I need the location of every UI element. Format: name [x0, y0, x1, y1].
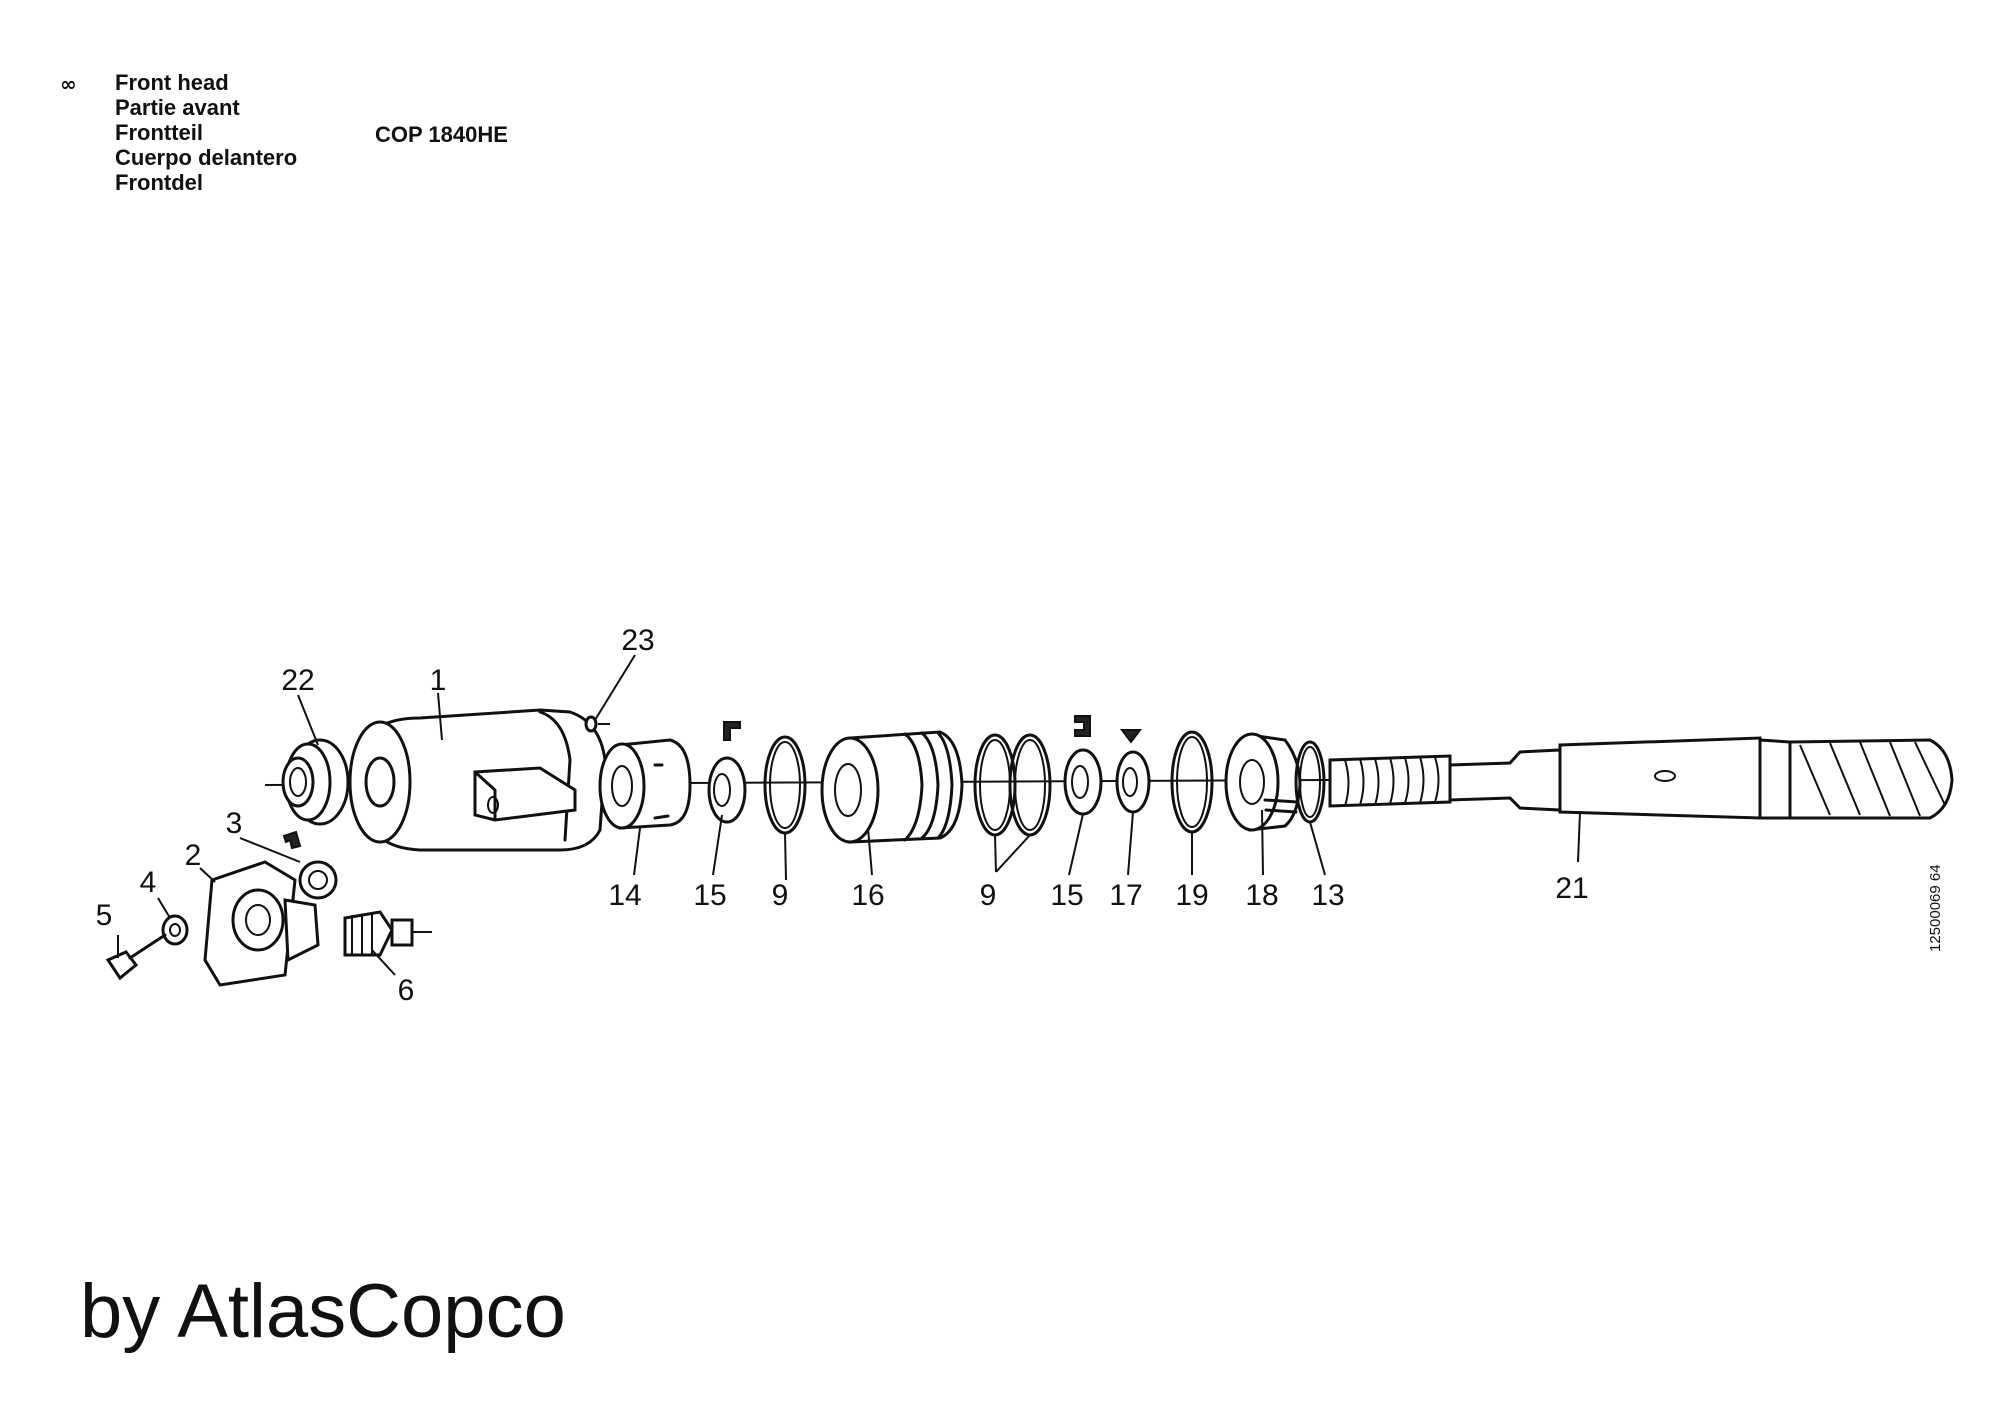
callout-2: 2: [185, 839, 202, 872]
callout-23: 23: [621, 624, 654, 657]
part-2-valve-block: [203, 860, 320, 987]
part-15-washer-a: [707, 721, 747, 824]
callout-6: 6: [398, 974, 415, 1007]
part-23-plug: [584, 715, 610, 733]
part-22-bushing: [281, 738, 350, 826]
part-1-housing: [348, 708, 607, 852]
callout-22: 22: [281, 664, 314, 697]
part-14-sleeve: [598, 738, 692, 830]
part-13-ring: [1294, 740, 1326, 824]
part-5-screw: [105, 933, 167, 981]
callout-18: 18: [1245, 879, 1278, 912]
part-4-washer: [161, 914, 189, 946]
title-fr: Partie avant: [115, 95, 240, 120]
title-en: Front head: [115, 70, 229, 95]
title-sv: Frontdel: [115, 170, 203, 195]
leader-lines: [117, 654, 1581, 976]
title-es: Cuerpo delantero: [115, 145, 298, 170]
part-16-cylinder: [820, 730, 964, 844]
callout-19: 19: [1175, 879, 1208, 912]
callout-13: 13: [1311, 879, 1344, 912]
callout-15a: 15: [693, 879, 726, 912]
callout-5: 5: [96, 899, 113, 932]
footer-credit: by AtlasCopco: [80, 1269, 566, 1354]
reference-code: 12500069 64: [1927, 864, 1944, 952]
model-name: COP 1840HE: [375, 122, 508, 147]
part-17-washer: [1115, 729, 1151, 814]
part-21-shank: [1328, 736, 1954, 820]
callout-16: 16: [851, 879, 884, 912]
part-9-rings-b: [973, 733, 1052, 837]
callout-9b: 9: [980, 879, 997, 912]
callout-1: 1: [430, 664, 447, 697]
part-6-nipple: [343, 910, 432, 957]
callout-9a: 9: [772, 879, 789, 912]
part-19-ring: [1170, 730, 1214, 834]
callout-4: 4: [140, 866, 157, 899]
title-de: Frontteil: [115, 120, 203, 145]
part-9-ring-a: [763, 735, 807, 835]
callout-14: 14: [608, 879, 641, 912]
callout-21: 21: [1555, 872, 1588, 905]
part-3-washer: [282, 830, 338, 900]
page-marker: ∞: [60, 72, 77, 96]
callout-17: 17: [1109, 879, 1142, 912]
callout-3: 3: [226, 807, 243, 840]
part-15-washer-b: [1063, 715, 1103, 816]
callout-15b: 15: [1050, 879, 1083, 912]
part-18-bushing: [1224, 732, 1302, 832]
